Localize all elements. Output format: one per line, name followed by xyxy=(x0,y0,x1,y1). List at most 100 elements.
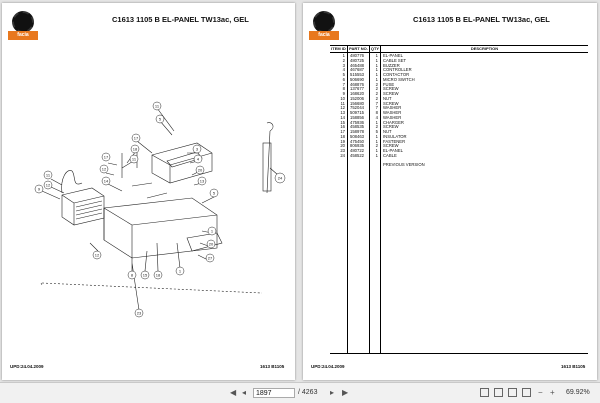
svg-text:27: 27 xyxy=(208,256,213,261)
fit-page-icon[interactable] xyxy=(522,388,531,397)
table-cell: INSULATOR xyxy=(383,134,407,139)
table-cell: 158856 xyxy=(350,115,364,120)
page-title: C1613 1105 B EL-PANEL TW13ac, GEL xyxy=(112,15,249,24)
table-cell: 23 xyxy=(340,149,345,153)
table-cell: 8 xyxy=(342,87,345,92)
table-cell: 10 xyxy=(340,96,345,101)
table-cell: EL-PANEL xyxy=(383,149,403,153)
table-cell: 1 xyxy=(375,54,378,58)
table-cell: 4 xyxy=(375,115,378,120)
prev-page-icon[interactable]: ◂ xyxy=(242,388,247,397)
table-cell: 5 xyxy=(342,73,345,77)
table-cell: WASHER xyxy=(383,115,402,120)
svg-text:11: 11 xyxy=(155,104,160,109)
table-cell: 7 xyxy=(375,106,378,111)
table-cell: 20 xyxy=(340,144,345,149)
table-cell: 506690 xyxy=(350,77,364,82)
table-cell: 475450 xyxy=(350,139,364,144)
table-cell: 1 xyxy=(375,153,378,158)
table-cell: 508463 xyxy=(350,134,364,139)
svg-text:20: 20 xyxy=(198,168,203,173)
table-cell: 152006 xyxy=(350,96,364,101)
table-cell: CONTROLLER xyxy=(383,68,412,73)
zoom-out-icon[interactable]: − xyxy=(538,388,543,397)
table-cell: 1 xyxy=(375,68,378,73)
table-cell: 480725 xyxy=(350,58,364,63)
svg-text:11: 11 xyxy=(132,157,137,162)
svg-text:3: 3 xyxy=(196,147,199,152)
two-page-icon[interactable] xyxy=(494,388,503,397)
table-cell: 12 xyxy=(340,106,345,111)
table-cell: 509715 xyxy=(350,111,364,115)
svg-text:8: 8 xyxy=(131,273,134,278)
table-cell: 9 xyxy=(342,92,345,96)
table-cell: BUZZER xyxy=(383,63,400,68)
first-page-icon[interactable]: ◀ xyxy=(230,388,237,397)
svg-text:12: 12 xyxy=(46,183,51,188)
table-cell: 137677 xyxy=(350,87,364,92)
zoom-in-icon[interactable]: + xyxy=(550,388,555,397)
parts-table-header: ITEM ID PART NO. QTY DESCRIPTION xyxy=(330,46,588,53)
table-cell: 467687 xyxy=(350,68,364,73)
zoom-level: 69.92% xyxy=(566,389,590,396)
table-cell: WASHER xyxy=(383,106,402,111)
footer-date: UPD:24.04.2009 xyxy=(10,364,44,369)
page-title: C1613 1105 B EL-PANEL TW13ac, GEL xyxy=(413,15,550,24)
table-cell: 2 xyxy=(375,92,378,96)
svg-text:24: 24 xyxy=(278,176,283,181)
svg-text:11: 11 xyxy=(46,173,51,178)
table-cell: WASHER xyxy=(383,111,402,115)
table-cell: 458522 xyxy=(350,153,364,158)
table-cell: SCREW xyxy=(383,144,399,149)
table-cell: 1 xyxy=(342,54,345,58)
table-cell: 806935 xyxy=(350,144,364,149)
table-cell: 18 xyxy=(340,134,345,139)
table-cell: CONTACTOR xyxy=(383,73,410,77)
svg-text:17: 17 xyxy=(104,155,109,160)
previous-version-note: PREVIOUS VERSION xyxy=(383,162,425,167)
last-page-icon[interactable]: ▶ xyxy=(342,388,349,397)
single-page-icon[interactable] xyxy=(480,388,489,397)
table-cell: 13 xyxy=(340,111,345,115)
svg-text:5: 5 xyxy=(213,191,216,196)
table-cell: 2 xyxy=(375,82,378,87)
table-cell: 1 xyxy=(375,120,378,125)
table-cell: 1 xyxy=(375,63,378,68)
table-cell: 2 xyxy=(375,125,378,130)
table-cell: 15 xyxy=(340,120,345,125)
left-page: facia C1613 1105 B EL-PANEL TW13ac, GEL xyxy=(2,3,295,380)
table-cell: FUSE xyxy=(383,82,395,87)
table-cell: 4 xyxy=(342,68,345,73)
svg-text:18: 18 xyxy=(133,147,138,152)
table-cell: FASTENER xyxy=(383,139,406,144)
brand-logo: facia xyxy=(8,9,38,45)
next-page-icon[interactable]: ▸ xyxy=(330,388,335,397)
svg-text:18: 18 xyxy=(156,273,161,278)
svg-text:15: 15 xyxy=(143,273,148,278)
svg-text:12: 12 xyxy=(102,167,107,172)
table-cell: EL-PANEL xyxy=(383,54,403,58)
table-cell: 2 xyxy=(375,87,378,92)
table-cell: 14 xyxy=(340,115,345,120)
table-cell: 3 xyxy=(342,63,345,68)
table-cell: 1 xyxy=(375,58,378,63)
table-cell: 19 xyxy=(340,139,345,144)
page-number-input[interactable]: 1897 xyxy=(253,388,295,398)
table-cell: 1 xyxy=(375,139,378,144)
header-description: DESCRIPTION xyxy=(470,46,499,51)
fit-width-icon[interactable] xyxy=(508,388,517,397)
page-total: / 4263 xyxy=(298,389,318,396)
table-cell: 158978 xyxy=(350,130,364,134)
table-cell: 1 xyxy=(375,73,378,77)
table-cell: 2 xyxy=(375,96,378,101)
table-cell: SCREW xyxy=(383,101,399,106)
svg-text:1: 1 xyxy=(179,269,182,274)
svg-text:14: 14 xyxy=(104,179,109,184)
table-cell: MICRO SWITCH xyxy=(383,77,415,82)
